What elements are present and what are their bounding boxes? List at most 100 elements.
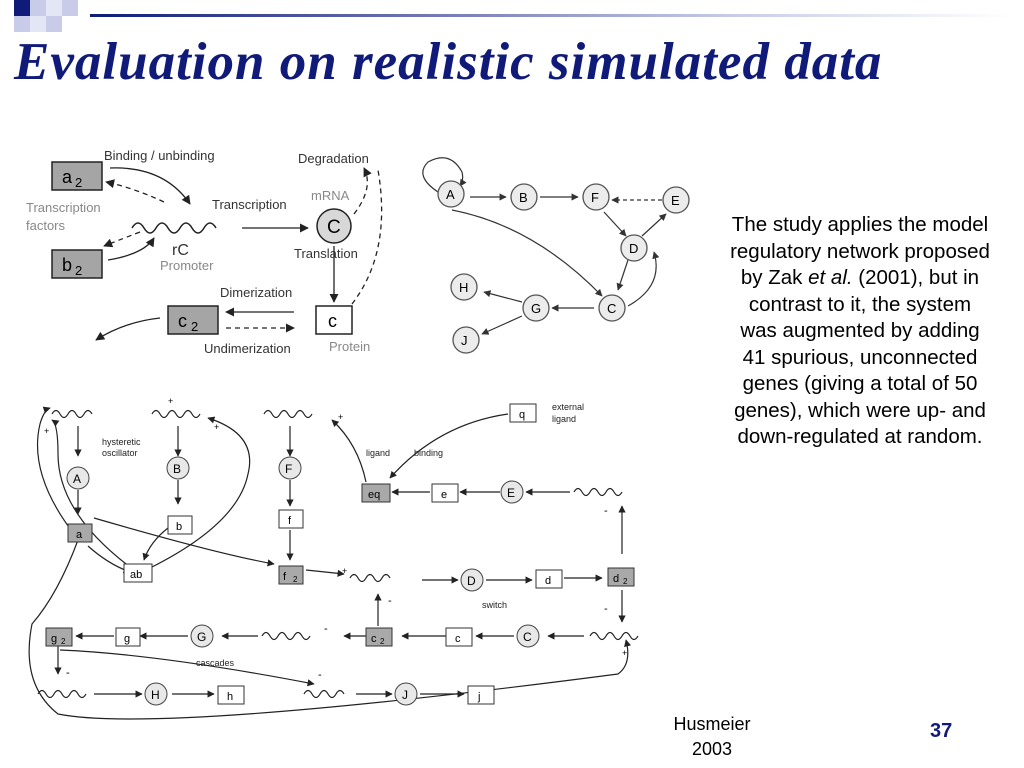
detail-box-eq: eq <box>361 483 391 503</box>
rc-label: rC <box>172 242 189 259</box>
gene-wave-j <box>303 689 345 699</box>
detail-box-j: j <box>467 685 495 705</box>
translation-label: Translation <box>294 246 358 261</box>
detail-node-g: G <box>190 624 214 648</box>
minus-mark: - <box>318 669 322 681</box>
edge-d-c <box>616 259 629 291</box>
detail-node-j: J <box>394 682 418 706</box>
minus-mark: - <box>604 505 608 517</box>
svg-text:J: J <box>402 688 408 702</box>
detail-box-ab: ab <box>123 563 153 583</box>
detail-node-b: B <box>166 456 190 480</box>
node-g: G <box>522 294 550 322</box>
svg-text:B: B <box>173 462 181 476</box>
svg-text:G: G <box>531 301 541 316</box>
svg-text:c: c <box>455 633 461 645</box>
detail-box-b: b <box>167 515 193 535</box>
detail-box-f: f <box>278 509 304 529</box>
binding-label: Binding / unbinding <box>104 148 215 163</box>
svg-text:a: a <box>76 529 83 541</box>
promoter-label: Promoter <box>160 258 214 273</box>
svg-text:D: D <box>467 574 476 588</box>
body-text: The study applies the model regulatory n… <box>728 212 992 451</box>
svg-text:h: h <box>227 691 233 703</box>
degradation-protein-arrow <box>351 169 383 305</box>
svg-text:j: j <box>477 691 480 703</box>
svg-text:b: b <box>176 521 182 533</box>
transcription-label: Transcription <box>212 197 287 212</box>
node-d: D <box>620 234 648 262</box>
hysteretic-label: hysteretic <box>102 437 141 447</box>
node-b: B <box>510 183 538 211</box>
ligand-label: ligand <box>366 448 390 458</box>
minus-mark: - <box>66 667 70 679</box>
svg-text:C: C <box>523 630 532 644</box>
svg-text:f: f <box>283 571 287 583</box>
mechanism-sub2: 2 <box>75 175 82 190</box>
node-e: E <box>662 186 690 214</box>
mechanism-box-c-label: c <box>328 311 337 331</box>
detail-node-d: D <box>460 568 484 592</box>
binding-label: binding <box>414 448 443 458</box>
node-a: A <box>437 180 465 208</box>
plus-mark: + <box>622 648 627 658</box>
node-j: J <box>452 326 480 354</box>
undimerization-label: Undimerization <box>204 341 291 356</box>
svg-text:H: H <box>151 688 160 702</box>
svg-text:g: g <box>124 633 130 645</box>
detail-node-a: A <box>66 466 90 490</box>
plus-mark: + <box>338 412 343 422</box>
svg-text:c: c <box>371 633 377 645</box>
svg-text:d: d <box>545 575 551 587</box>
mechanism-box-c2 <box>167 305 219 335</box>
svg-text:H: H <box>459 280 468 295</box>
mechanism-circle-c-label: C <box>327 217 341 238</box>
svg-text:f: f <box>288 515 292 527</box>
svg-text:D: D <box>629 241 638 256</box>
svg-text:B: B <box>519 190 528 205</box>
svg-text:2: 2 <box>61 637 66 646</box>
unbinding-b-arrow <box>103 231 141 248</box>
title-underline <box>90 14 1010 17</box>
detail-node-c: C <box>516 624 540 648</box>
node-h: H <box>450 273 478 301</box>
svg-text:E: E <box>507 486 515 500</box>
svg-text:2: 2 <box>623 577 628 586</box>
detail-node-f: F <box>278 456 302 480</box>
c2-out-arrow <box>95 317 161 341</box>
binding-arrow <box>109 167 191 205</box>
mechanism-diagram: a 2 b 2 c 2 c C Binding / unbinding Degr… <box>14 142 406 360</box>
body-text-part2: (2001), but in contrast to it, the syste… <box>734 266 986 448</box>
unbinding-arrow <box>105 179 165 203</box>
external-ligand-label: ligand <box>552 414 576 424</box>
switch-label: switch <box>482 600 507 610</box>
svg-text:eq: eq <box>368 489 380 501</box>
gene-wave-e <box>573 487 623 497</box>
svg-text:ab: ab <box>130 569 142 581</box>
minus-mark: - <box>604 603 608 615</box>
dimerization-label: Dimerization <box>220 285 292 300</box>
mechanism-box-b-label: b <box>62 255 72 275</box>
gene-wave-h <box>37 689 87 699</box>
detail-box-e: e <box>431 483 459 503</box>
oscillator-label: oscillator <box>102 448 138 458</box>
svg-text:E: E <box>671 193 680 208</box>
detail-box-g: g <box>115 627 141 647</box>
mechanism-box-b2 <box>51 249 103 279</box>
detail-node-e: E <box>500 480 524 504</box>
detail-node-h: H <box>144 682 168 706</box>
mechanism-box-a-label: a <box>62 167 73 187</box>
transcription-factors-label: Transcription <box>26 200 101 215</box>
svg-text:F: F <box>285 462 292 476</box>
minus-mark: - <box>388 595 392 607</box>
plus-mark: + <box>214 422 219 432</box>
detail-box-a: a <box>67 523 93 543</box>
factors-label: factors <box>26 218 66 233</box>
svg-text:F: F <box>591 190 599 205</box>
page-number: 37 <box>930 720 953 742</box>
svg-text:d: d <box>613 573 619 585</box>
